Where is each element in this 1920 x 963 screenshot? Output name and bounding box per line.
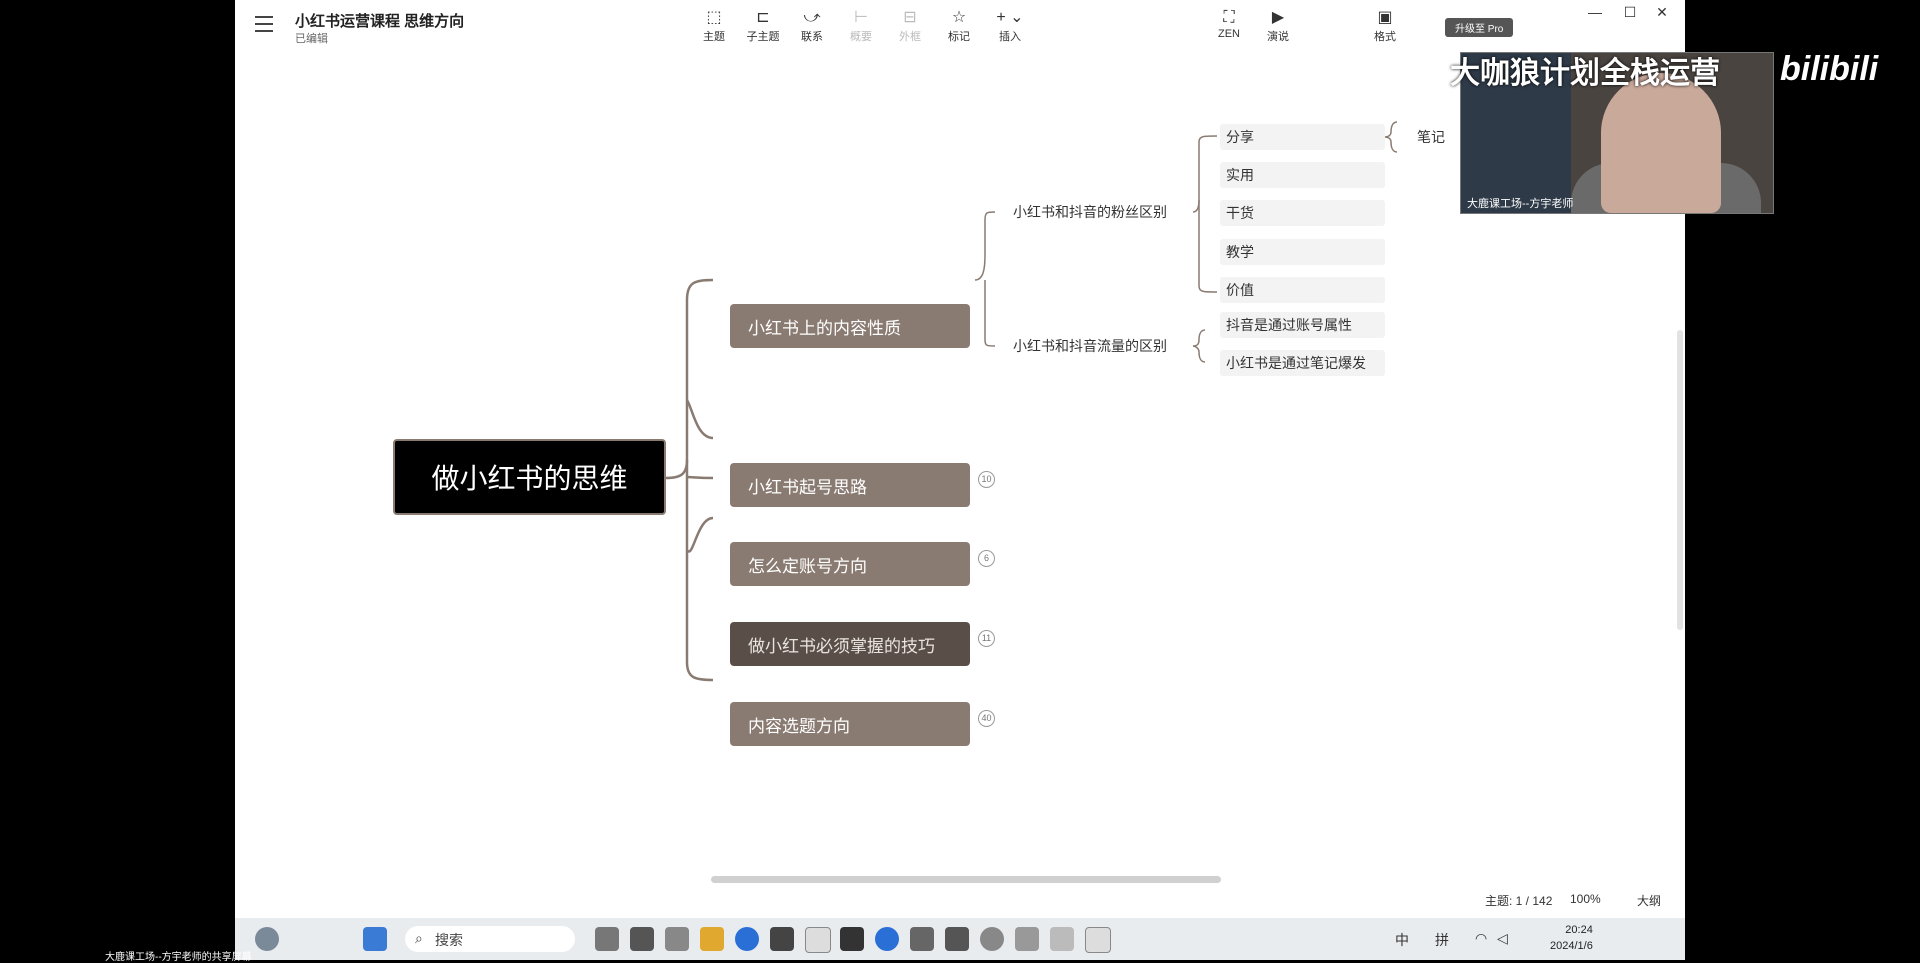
- connector-lines: [665, 121, 1398, 682]
- branch-topic-content-nature[interactable]: 小红书上的内容性质: [730, 304, 970, 348]
- close-icon[interactable]: ✕: [1656, 4, 1668, 20]
- ime-pinyin-indicator[interactable]: 拼: [1435, 932, 1449, 948]
- topic-count: 主题: 1 / 142: [1485, 894, 1553, 908]
- mindmap-app-window: 小红书运营课程 思维方向 已编辑 ⬚ 主题 ⊏ 子主题 ⤻ 联系 ⊢ 概要 ⊟ …: [235, 0, 1685, 960]
- windows-start-icon[interactable]: [363, 927, 387, 951]
- format-panel-icon: ▣: [1377, 9, 1393, 26]
- app-icon[interactable]: [945, 927, 969, 951]
- collapsed-count-badge[interactable]: 40: [978, 710, 995, 727]
- vertical-scrollbar[interactable]: [1677, 330, 1683, 630]
- bookshelf-background: [1461, 53, 1571, 213]
- app-icon[interactable]: [770, 927, 794, 951]
- document-title: 小红书运营课程 思维方向: [295, 13, 465, 30]
- volume-icon[interactable]: ◁: [1497, 930, 1508, 946]
- collapsed-count-badge[interactable]: 11: [978, 630, 995, 647]
- subtopic-traffic-difference[interactable]: 小红书和抖音流量的区别: [1013, 338, 1167, 354]
- relationship-icon: ⤻: [803, 9, 821, 26]
- collapsed-count-badge[interactable]: 6: [978, 550, 995, 567]
- leaf-topic[interactable]: 抖音是通过账号属性: [1220, 312, 1385, 338]
- fullscreen-icon: ⛶: [1223, 9, 1235, 26]
- toolbar-topic-button[interactable]: ⬚ 主题: [690, 8, 738, 44]
- save-status: 已编辑: [295, 33, 328, 45]
- app-icon[interactable]: [665, 927, 689, 951]
- top-toolbar: 小红书运营课程 思维方向 已编辑 ⬚ 主题 ⊏ 子主题 ⤻ 联系 ⊢ 概要 ⊟ …: [235, 0, 1685, 50]
- toolbar-format-button[interactable]: ▣ 格式: [1361, 8, 1409, 44]
- branch-topic-must-know-skills[interactable]: 做小红书必须掌握的技巧: [730, 622, 970, 666]
- windows-taskbar: ⌕ 搜索 中 拼 ◠ ◁ 20:24 2024/1/6: [235, 918, 1685, 960]
- leaf-topic[interactable]: 实用: [1220, 162, 1385, 188]
- app-icon[interactable]: [840, 927, 864, 951]
- subtopic-fan-difference[interactable]: 小红书和抖音的粉丝区别: [1013, 204, 1167, 220]
- app-icon[interactable]: [595, 927, 619, 951]
- toolbar-boundary-button[interactable]: ⊟ 外框: [886, 8, 934, 44]
- ime-chinese-indicator[interactable]: 中: [1395, 932, 1409, 948]
- toolbar-zen-button[interactable]: ⛶ ZEN: [1205, 8, 1253, 40]
- summary-icon: ⊢: [854, 9, 868, 26]
- mindmap-canvas[interactable]: 做小红书的思维 小红书上的内容性质 小红书起号思路 10 怎么定账号方向 6 做…: [235, 50, 1685, 910]
- app-icon[interactable]: [980, 927, 1004, 951]
- summary-topic[interactable]: 笔记: [1417, 129, 1445, 145]
- hamburger-menu-icon[interactable]: [255, 16, 273, 32]
- play-icon: ▶: [1271, 9, 1285, 26]
- text-editor-icon[interactable]: [805, 927, 831, 953]
- branch-topic-content-topics[interactable]: 内容选题方向: [730, 702, 970, 746]
- plus-icon: + ⌄: [996, 9, 1024, 26]
- root-topic[interactable]: 做小红书的思维: [393, 439, 666, 515]
- weather-icon[interactable]: [255, 927, 279, 951]
- search-icon: ⌕: [415, 930, 423, 946]
- leaf-topic[interactable]: 小红书是通过笔记爆发: [1220, 350, 1385, 376]
- app-icon[interactable]: [1050, 927, 1074, 951]
- zoom-level[interactable]: 100%: [1570, 892, 1601, 906]
- topic-icon: ⬚: [706, 9, 722, 26]
- minimize-icon[interactable]: —: [1588, 4, 1602, 20]
- maximize-icon[interactable]: ☐: [1623, 4, 1637, 20]
- branch-topic-account-direction[interactable]: 怎么定账号方向: [730, 542, 970, 586]
- video-overlay-title: 大咖狼计划全栈运营: [1450, 57, 1720, 90]
- leaf-topic[interactable]: 价值: [1220, 277, 1385, 303]
- system-clock[interactable]: 20:24 2024/1/6: [1550, 924, 1593, 952]
- status-bar: 主题: 1 / 142 100% 大纲: [235, 880, 1685, 910]
- leaf-topic[interactable]: 分享: [1220, 124, 1385, 150]
- app-icon[interactable]: [910, 927, 934, 951]
- folder-icon[interactable]: [700, 927, 724, 951]
- collapsed-count-badge[interactable]: 10: [978, 471, 995, 488]
- edge-browser-icon[interactable]: [735, 927, 759, 951]
- toolbar-insert-button[interactable]: + ⌄ 插入: [986, 8, 1034, 44]
- horizontal-scrollbar[interactable]: [711, 876, 1221, 883]
- toolbar-summary-button[interactable]: ⊢ 概要: [837, 8, 885, 44]
- webcam-caption: 大鹿课工场--方宇老师: [1467, 198, 1574, 210]
- toolbar-relationship-button[interactable]: ⤻ 联系: [788, 8, 836, 44]
- taskbar-search[interactable]: ⌕ 搜索: [405, 926, 575, 952]
- presenter-webcam: 大鹿课工场--方宇老师: [1460, 52, 1774, 214]
- wps-icon[interactable]: [1015, 927, 1039, 951]
- leaf-topic[interactable]: 教学: [1220, 239, 1385, 265]
- branch-topic-account-startup[interactable]: 小红书起号思路: [730, 463, 970, 507]
- browser-icon[interactable]: [875, 927, 899, 951]
- outline-button[interactable]: 大纲: [1637, 894, 1662, 908]
- toolbar-present-button[interactable]: ▶ 演说: [1254, 8, 1302, 44]
- presenter-figure: [1601, 73, 1721, 213]
- wifi-icon[interactable]: ◠: [1475, 930, 1488, 946]
- screen-share-caption: 大鹿课工场--方宇老师的共享屏幕: [105, 952, 252, 963]
- bilibili-logo: bilibili: [1780, 50, 1879, 88]
- phone-link-icon[interactable]: [1085, 927, 1111, 953]
- toolbar-subtopic-button[interactable]: ⊏ 子主题: [739, 8, 787, 44]
- upgrade-pro-button[interactable]: 升级至 Pro: [1445, 18, 1514, 37]
- star-icon: ☆: [951, 9, 967, 26]
- boundary-icon: ⊟: [903, 9, 917, 26]
- leaf-topic[interactable]: 干货: [1220, 200, 1385, 226]
- subtopic-icon: ⊏: [756, 9, 770, 26]
- app-icon[interactable]: [630, 927, 654, 951]
- toolbar-marker-button[interactable]: ☆ 标记: [935, 8, 983, 44]
